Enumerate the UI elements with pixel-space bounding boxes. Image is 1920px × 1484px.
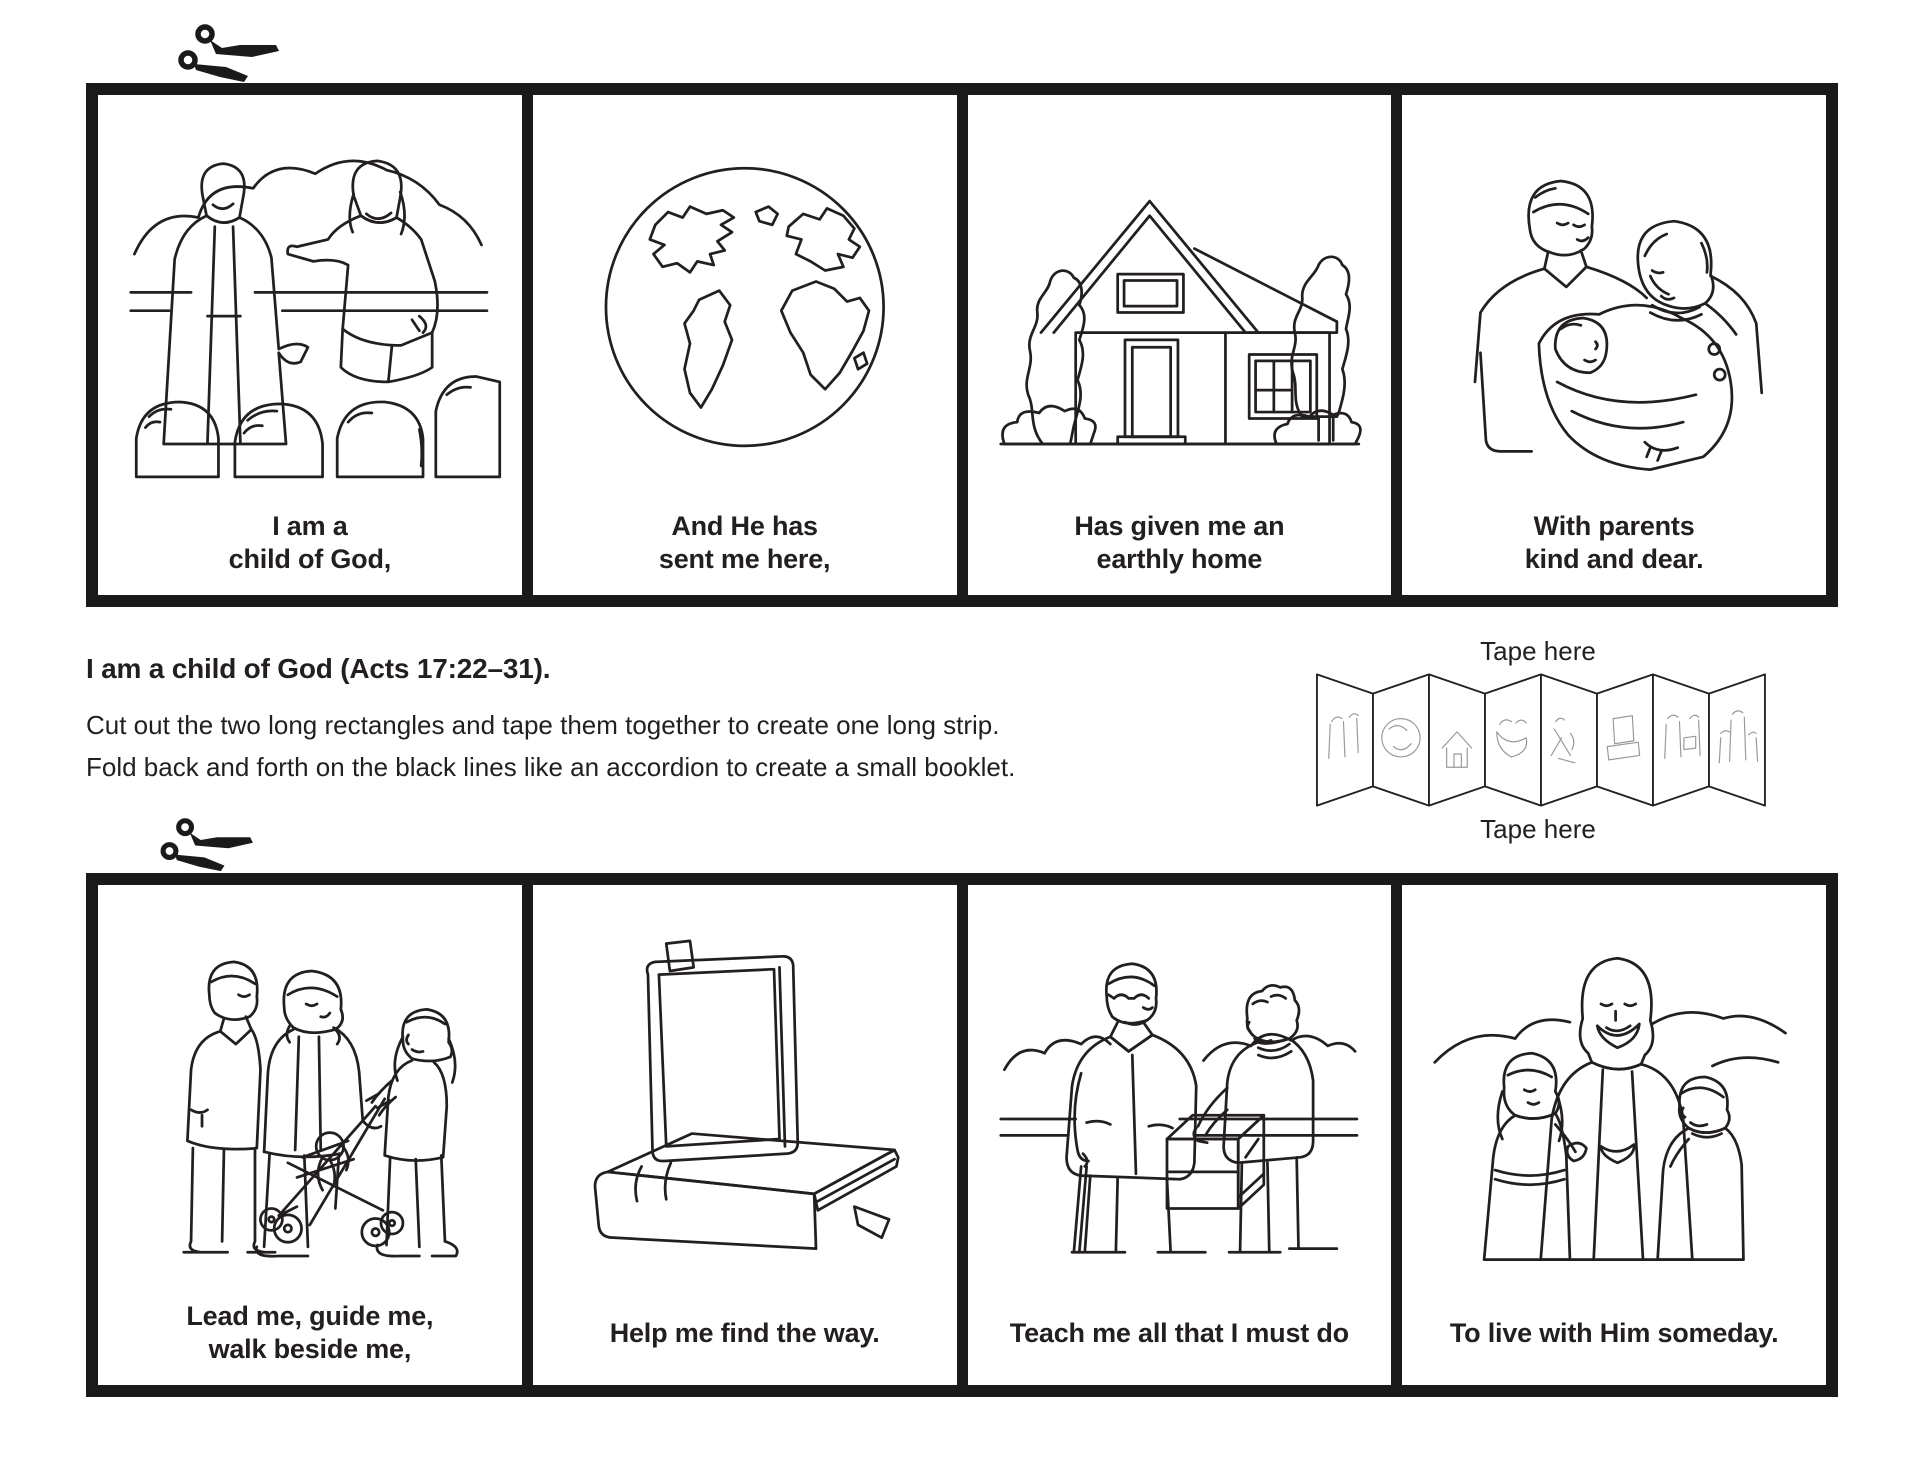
boy-helping-elderly-man-illustration xyxy=(968,885,1392,1295)
panel-caption: With parents kind and dear. xyxy=(1525,505,1704,581)
accordion-diagram: Tape here xyxy=(1226,634,1850,846)
booklet-panel-8: To live with Him someday. xyxy=(1391,885,1826,1385)
panel-caption: And He has sent me here, xyxy=(658,505,831,581)
house-illustration xyxy=(968,95,1392,505)
caption-line: Has given me an xyxy=(1074,511,1285,541)
tape-here-label-top: Tape here xyxy=(1480,636,1596,666)
booklet-panel-4: With parents kind and dear. xyxy=(1391,95,1826,595)
booklet-panel-6: Help me find the way. xyxy=(521,885,957,1385)
panel-caption: I am a child of God, xyxy=(228,505,392,581)
family-with-stroller-illustration xyxy=(98,885,522,1295)
caption-line: earthly home xyxy=(1096,544,1263,574)
caption-line: To live with Him someday. xyxy=(1449,1317,1779,1348)
booklet-strip-bottom: Lead me, guide me, walk beside me, xyxy=(86,873,1838,1397)
accordion-folded-strip-icon xyxy=(1316,673,1766,807)
instructions-body: Cut out the two long rectangles and tape… xyxy=(86,704,1015,788)
caption-line: Lead me, guide me, xyxy=(186,1301,434,1331)
earth-globe-illustration xyxy=(533,95,957,505)
jesus-with-children-illustration xyxy=(1402,885,1826,1295)
parents-holding-baby-illustration xyxy=(1402,95,1826,505)
instructions-heading: I am a child of God (Acts 17:22–31). xyxy=(86,653,551,684)
booklet-strip-top: I am a child of God, And He has sent me … xyxy=(86,83,1838,607)
caption-line: sent me here, xyxy=(658,544,831,574)
booklet-panel-5: Lead me, guide me, walk beside me, xyxy=(98,885,522,1385)
booklet-panel-1: I am a child of God, xyxy=(98,95,522,595)
panel-caption: Lead me, guide me, walk beside me, xyxy=(186,1295,433,1371)
caption-line: And He has xyxy=(671,511,818,541)
scissors-icon xyxy=(178,24,279,82)
caption-line: walk beside me, xyxy=(208,1334,412,1364)
panel-caption: Help me find the way. xyxy=(610,1295,880,1371)
booklet-panel-2: And He has sent me here, xyxy=(521,95,957,595)
caption-line: Teach me all that I must do xyxy=(1009,1317,1349,1348)
scissors-icon xyxy=(160,818,253,872)
scripture-books-illustration xyxy=(533,885,957,1295)
caption-line: Help me find the way. xyxy=(609,1317,880,1348)
tape-here-label-bottom: Tape here xyxy=(1480,814,1596,844)
jesus-teaching-children-illustration xyxy=(98,95,522,505)
caption-line: child of God, xyxy=(228,544,392,574)
booklet-panel-7: Teach me all that I must do xyxy=(956,885,1392,1385)
panel-caption: To live with Him someday. xyxy=(1450,1295,1779,1371)
panel-caption: Teach me all that I must do xyxy=(1010,1295,1349,1371)
caption-line: I am a xyxy=(272,511,348,541)
panel-caption: Has given me an earthly home xyxy=(1074,505,1284,581)
booklet-panel-3: Has given me an earthly home xyxy=(956,95,1392,595)
caption-line: kind and dear. xyxy=(1524,544,1704,574)
instructions-line-1: Cut out the two long rectangles and tape… xyxy=(86,710,1000,740)
instructions-line-2: Fold back and forth on the black lines l… xyxy=(86,752,1016,782)
caption-line: With parents xyxy=(1533,511,1695,541)
